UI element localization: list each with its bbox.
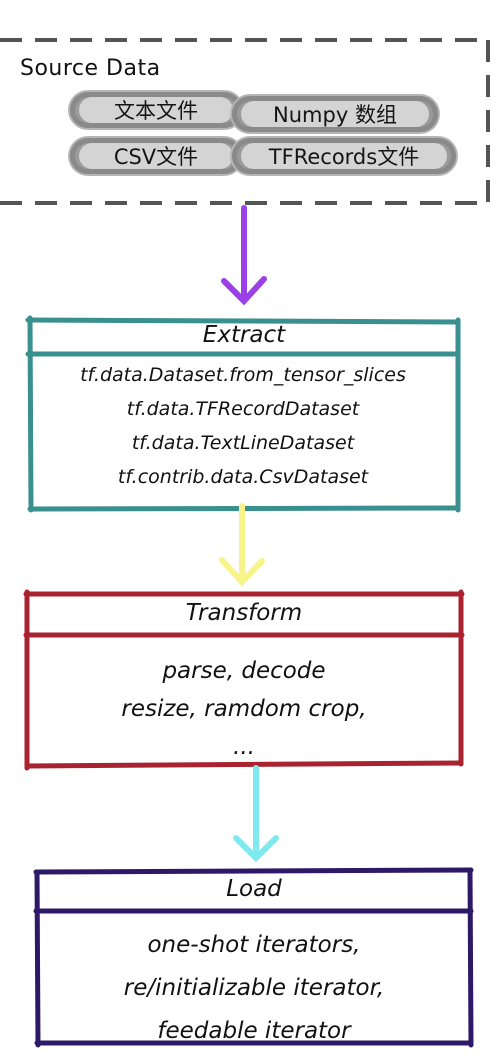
extract-box (25, 315, 461, 513)
extract-lines: tf.data.Dataset.from_tensor_slices tf.da… (28, 358, 458, 494)
load-line: feedable iterator (157, 1018, 351, 1044)
transform-box (23, 589, 465, 771)
extract-line: tf.data.Dataset.from_tensor_slices (80, 364, 406, 386)
load-line: re/initializable iterator, (123, 975, 385, 1001)
transform-line: ... (233, 734, 255, 760)
transform-title: Transform (185, 600, 303, 626)
extract-title: Extract (202, 322, 286, 348)
source-data-title: Source Data (20, 56, 161, 81)
load-lines: one-shot iterators, re/initializable ite… (38, 924, 470, 1053)
transform-lines: parse, decode resize, ramdom crop, ... (28, 652, 460, 766)
source-data-container (0, 38, 490, 205)
arrow-extract-to-transform (219, 503, 265, 587)
source-item-text-file: 文本文件 (70, 92, 242, 128)
source-item-tfrecords-file: TFRecords文件 (232, 138, 456, 174)
transform-line: resize, ramdom crop, (121, 696, 367, 722)
source-item-label: 文本文件 (79, 97, 233, 123)
source-item-label: TFRecords文件 (241, 143, 447, 169)
source-item-label: Numpy 数组 (241, 101, 429, 127)
extract-line: tf.contrib.data.CsvDataset (117, 466, 369, 488)
extract-line: tf.data.TFRecordDataset (126, 398, 360, 420)
source-item-numpy-array: Numpy 数组 (232, 96, 438, 132)
load-line: one-shot iterators, (147, 932, 361, 958)
load-box (33, 867, 474, 1048)
source-item-label: CSV文件 (79, 143, 233, 169)
load-title: Load (226, 876, 282, 902)
source-item-csv-file: CSV文件 (70, 138, 242, 174)
transform-line: parse, decode (162, 658, 326, 684)
arrow-transform-to-load (233, 765, 279, 863)
arrow-source-to-extract (221, 205, 267, 306)
extract-line: tf.data.TextLineDataset (131, 432, 355, 454)
